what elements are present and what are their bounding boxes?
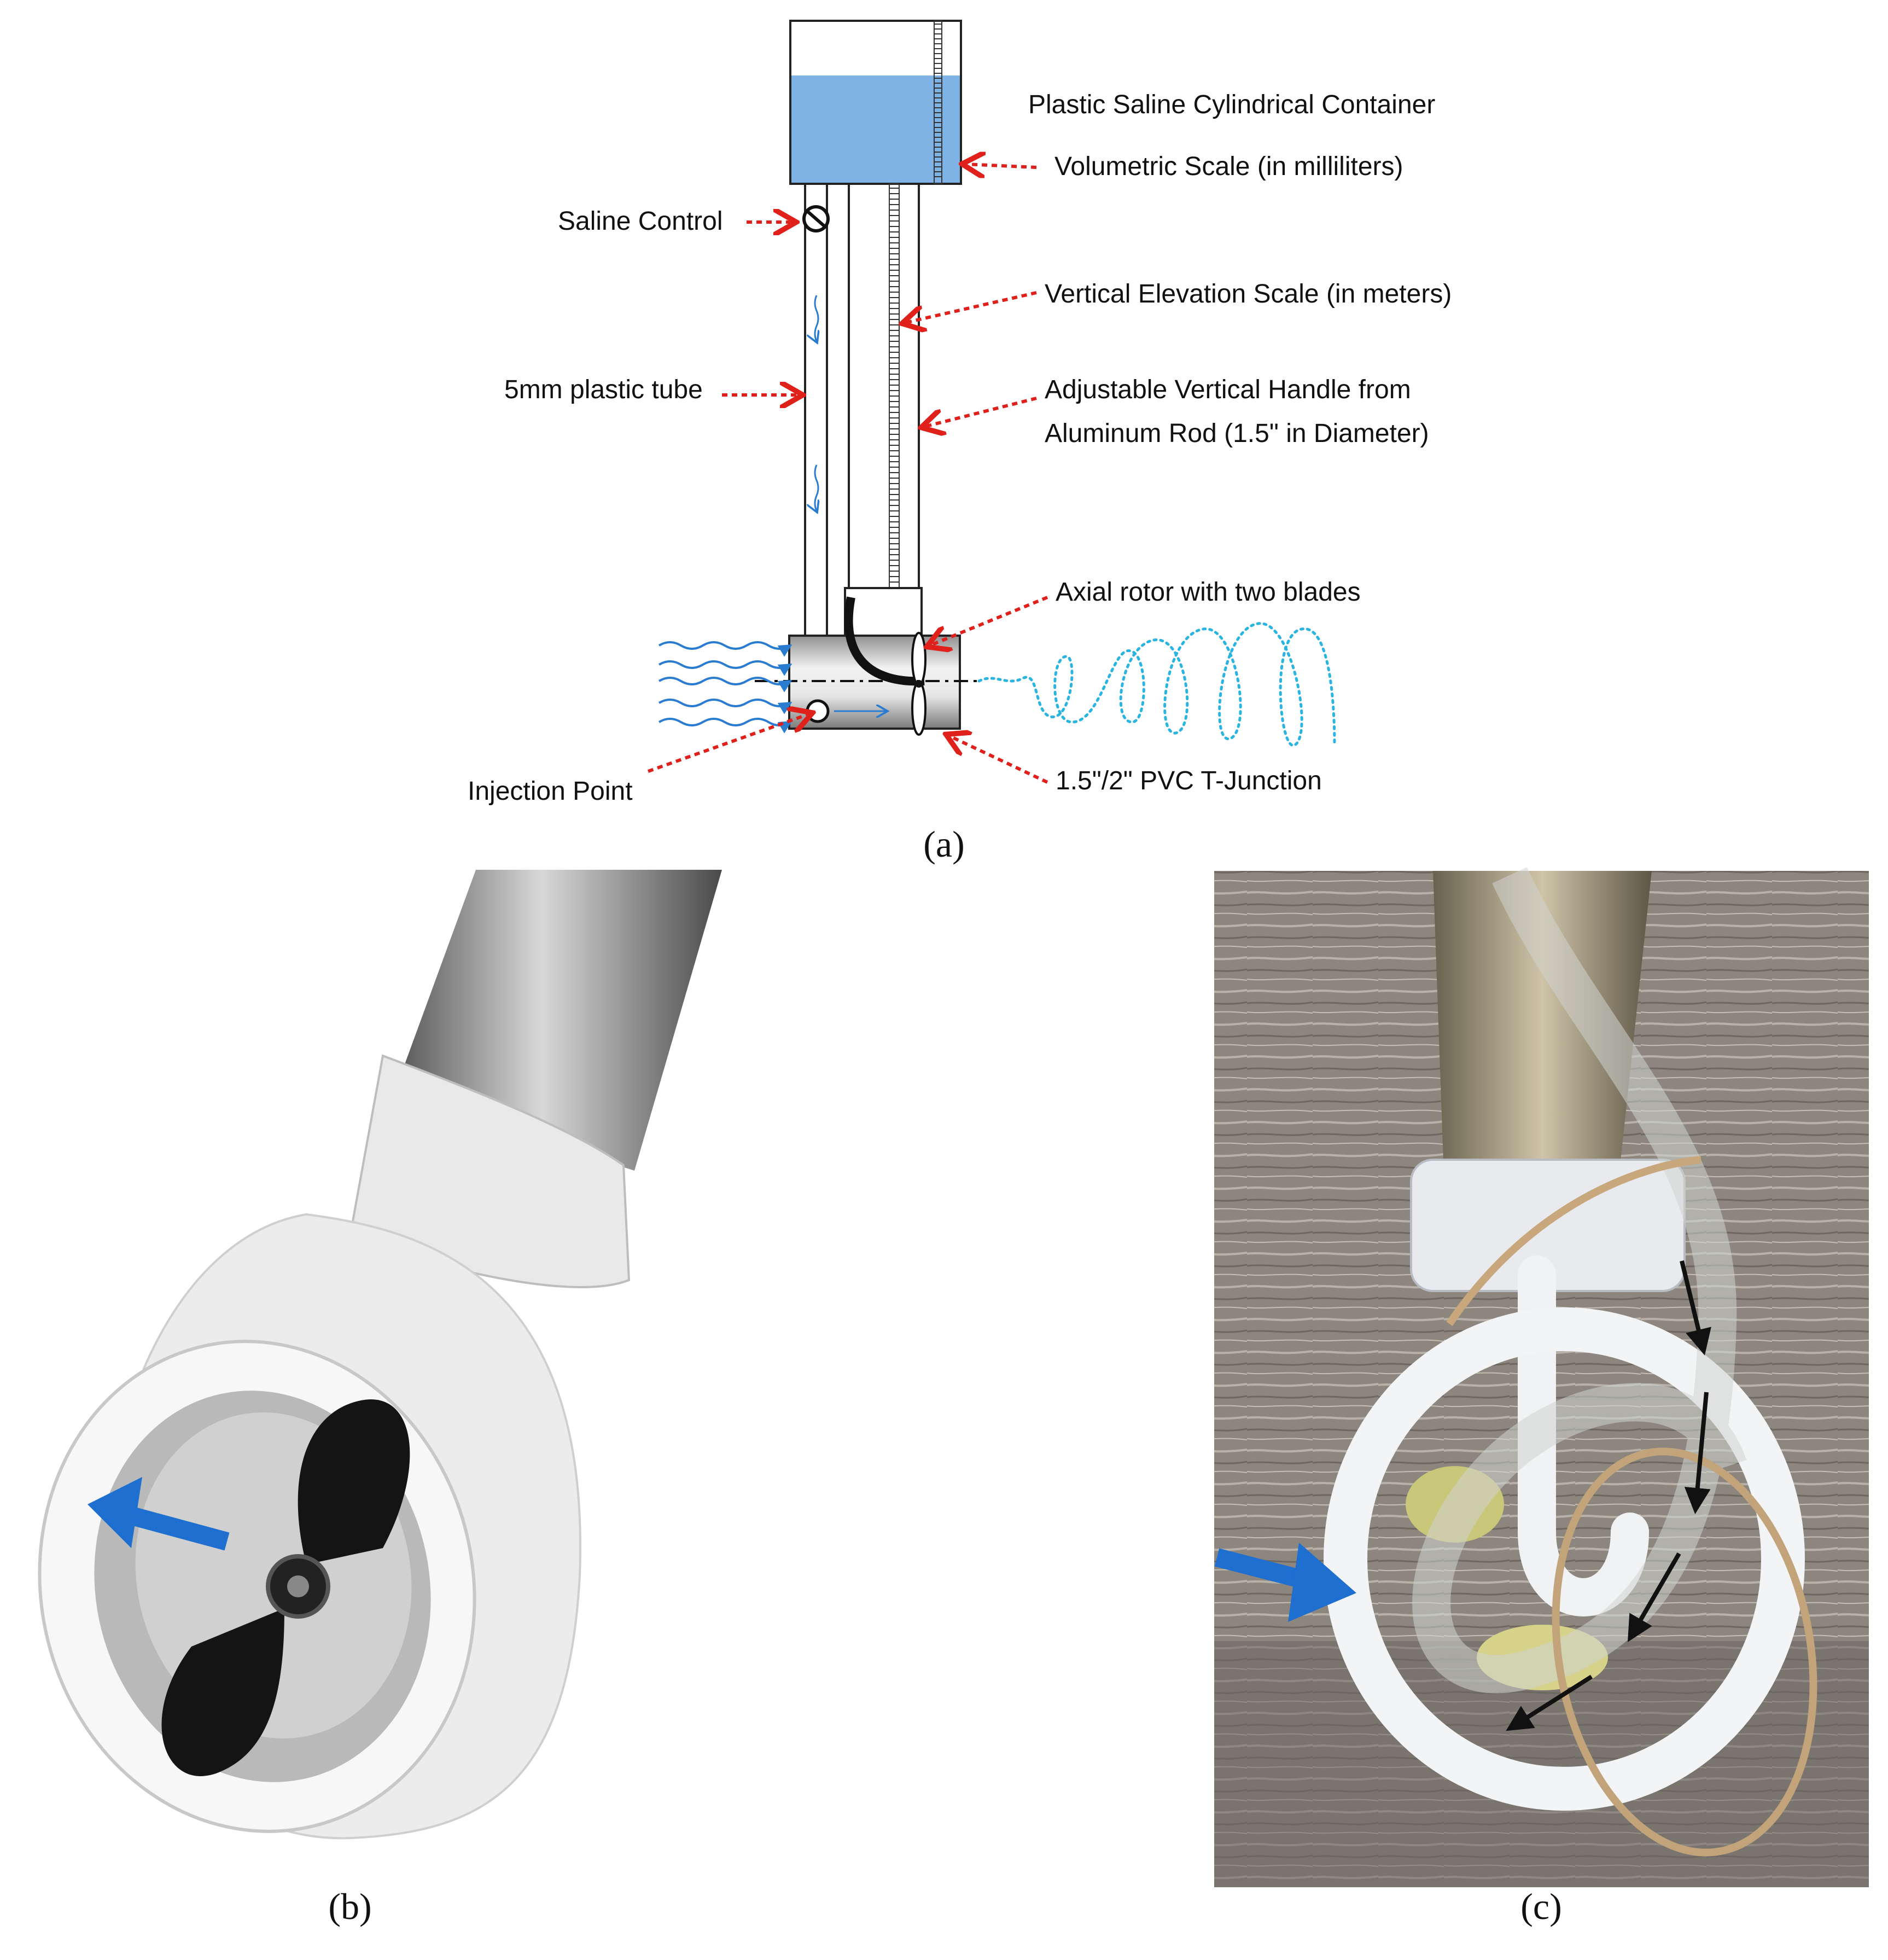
helical-wake	[977, 622, 1336, 747]
saline-path-arrows	[1506, 1260, 1711, 1731]
pointer-injection-point	[647, 714, 809, 773]
flow-direction-arrow	[1214, 1543, 1356, 1622]
label-handle-line1: Adjustable Vertical Handle from	[1045, 375, 1411, 404]
inner-pvc-tube	[1518, 1255, 1649, 1616]
label-handle-line2: Aluminum Rod (1.5" in Diameter)	[1045, 419, 1429, 448]
label-volumetric-scale: Volumetric Scale (in milliliters)	[1054, 152, 1403, 181]
saline-container	[789, 20, 962, 185]
label-rotor: Axial rotor with two blades	[1056, 578, 1361, 607]
label-t-junction: 1.5"/2" PVC T-Junction	[1056, 766, 1322, 795]
caption-c: (c)	[1520, 1886, 1561, 1927]
pointer-handle	[924, 397, 1037, 427]
rubber-band	[1552, 1447, 1817, 1857]
label-saline-control: Saline Control	[558, 207, 723, 236]
pointer-arrows	[647, 164, 1048, 784]
saline-flow-arrow	[815, 464, 818, 511]
saline-control-valve	[802, 205, 830, 232]
two-blade-rotor	[161, 1399, 410, 1776]
aluminum-rod	[1433, 871, 1652, 1176]
pointer-volumetric-scale	[965, 164, 1037, 167]
label-container: Plastic Saline Cylindrical Container	[1028, 90, 1435, 119]
pointer-t-junction	[949, 736, 1048, 784]
label-elevation-scale: Vertical Elevation Scale (in meters)	[1045, 280, 1452, 309]
vertical-handle-rod	[844, 183, 923, 638]
clear-plastic-tube	[1412, 867, 1747, 1694]
panel-c-photo: (c)	[1214, 867, 1869, 1927]
elevation-scale-ticks	[889, 188, 899, 583]
plastic-tube	[804, 184, 828, 637]
panel-b-photo: (b)	[38, 870, 722, 1927]
label-plastic-tube: 5mm plastic tube	[504, 375, 703, 404]
pointer-rotor	[930, 596, 1048, 645]
saline-flow-arrow	[815, 295, 818, 341]
flow-direction-arrow	[88, 1477, 230, 1551]
rubber-band	[1446, 1156, 1701, 1326]
volumetric-scale-ticks	[934, 24, 942, 177]
saline-fluid	[791, 75, 960, 183]
incoming-flow-arrows	[658, 641, 793, 734]
injection-hole	[806, 699, 830, 723]
caption-a: (a)	[923, 823, 964, 865]
pointer-elevation-scale	[905, 291, 1037, 323]
label-injection-point: Injection Point	[468, 777, 633, 806]
panel-a-schematic: Plastic Saline Cylindrical Container Vol…	[468, 20, 1452, 865]
caption-b: (b)	[328, 1886, 371, 1927]
